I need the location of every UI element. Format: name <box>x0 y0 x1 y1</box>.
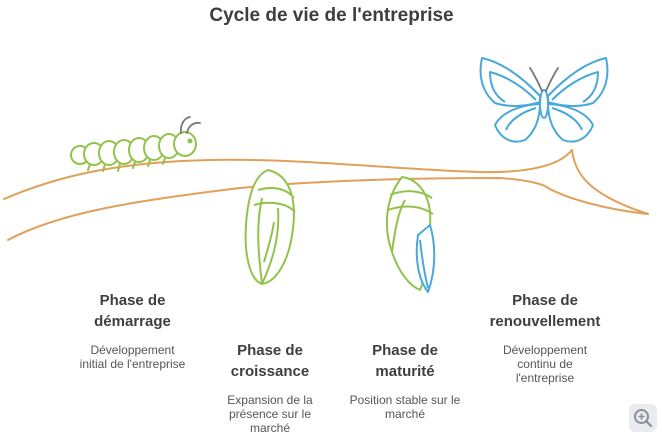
zoom-in-icon <box>634 409 653 428</box>
chrysalis-maturity <box>385 176 436 293</box>
phase-startup: Phase de démarrage Développement initial… <box>60 290 205 371</box>
phase-title: Phase de croissance <box>230 342 310 380</box>
phase-title: Phase de maturité <box>372 342 438 380</box>
phase-title: Phase de renouvellement <box>489 292 601 330</box>
phase-maturity: Phase de maturité Position stable sur le… <box>340 340 470 421</box>
chrysalis-growth <box>244 169 296 285</box>
phase-renewal: Phase de renouvellement Développement co… <box>470 290 620 385</box>
phase-growth: Phase de croissance Expansion de la prés… <box>210 340 330 435</box>
zoom-button[interactable] <box>629 404 657 432</box>
phase-title: Phase de démarrage <box>94 292 171 330</box>
phase-description: Développement initial de l'entreprise <box>79 343 186 371</box>
page-title: Cycle de vie de l'entreprise <box>209 5 454 26</box>
butterfly-antennae <box>529 67 559 92</box>
branch <box>3 149 649 241</box>
phase-description: Position stable sur le marché <box>349 393 461 421</box>
phase-description: Expansion de la présence sur le marché <box>227 393 313 435</box>
caterpillar-antennae <box>179 116 201 134</box>
phase-description: Développement continu de l'entreprise <box>502 343 588 385</box>
caterpillar <box>70 131 197 172</box>
butterfly <box>479 57 609 143</box>
